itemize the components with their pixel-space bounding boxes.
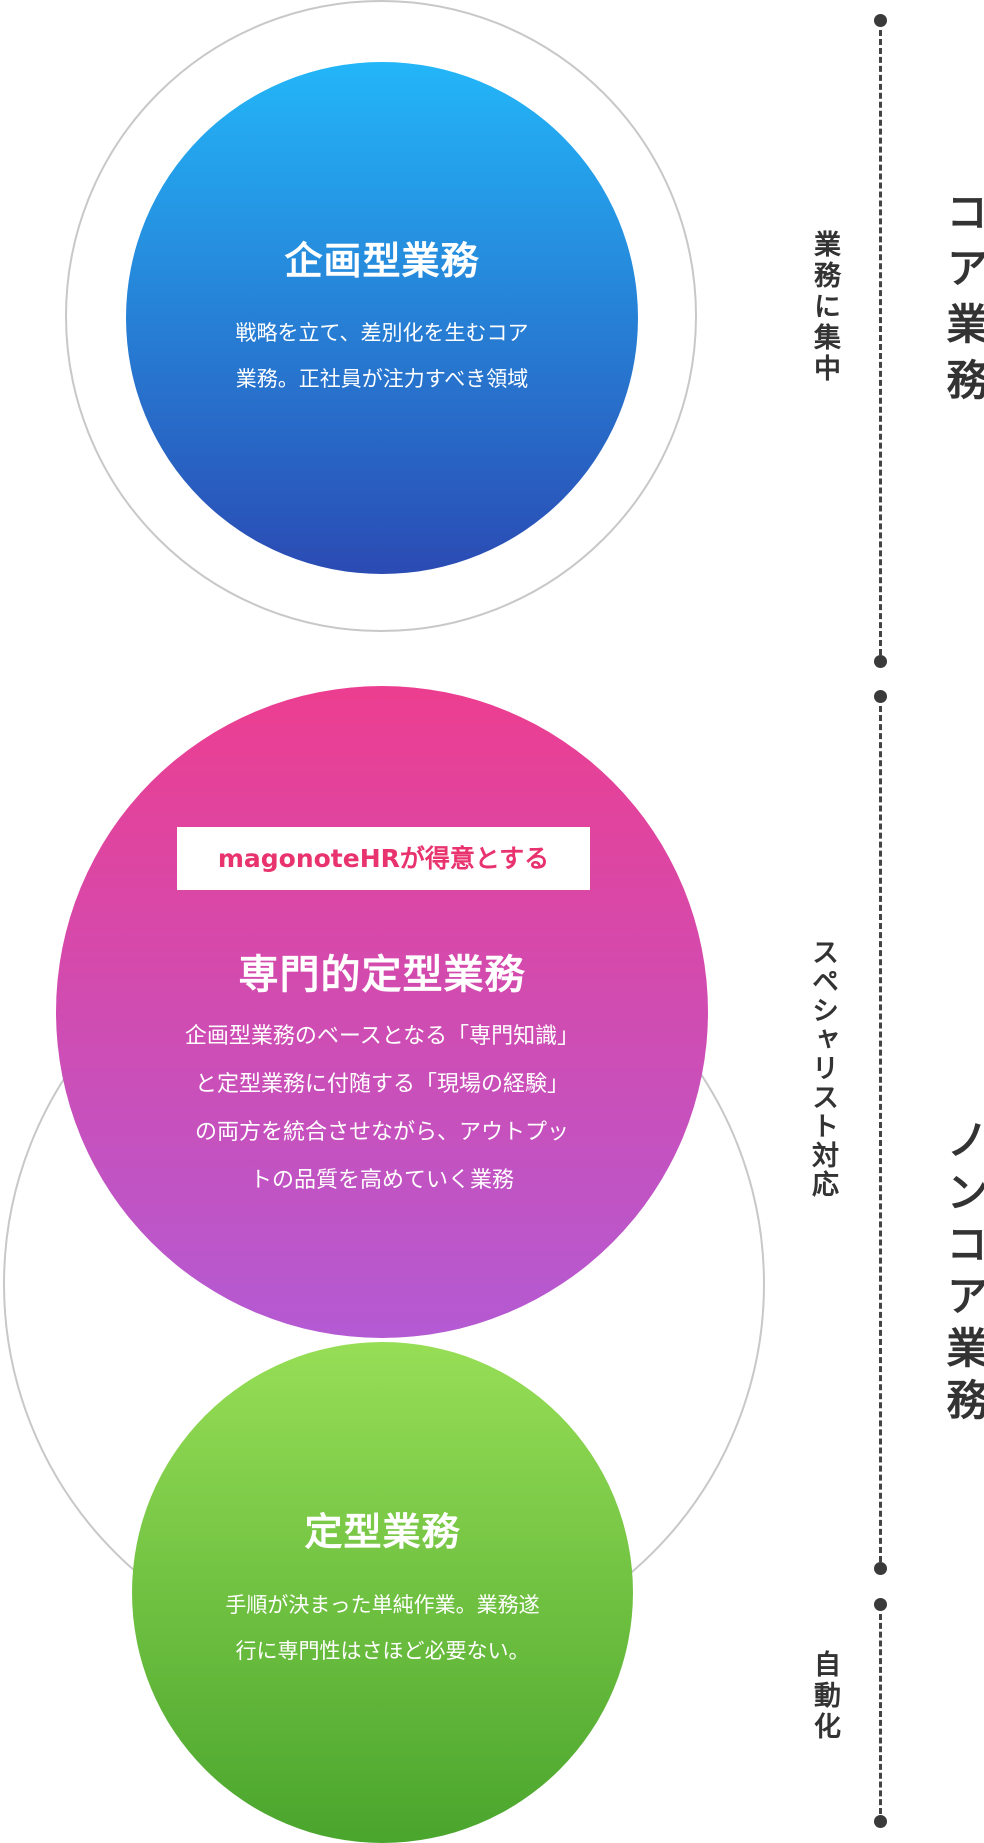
automation-action-label: 自動化	[809, 1650, 840, 1743]
axis-dot	[874, 655, 887, 668]
specialized-title: 専門的定型業務	[238, 952, 526, 998]
planning-circle: 企画型業務 戦略を立て、差別化を生むコア 業務。正社員が注力すべき領域	[126, 62, 638, 574]
specialized-description: 企画型業務のベースとなる「専門知識」 と定型業務に付随する「現場の経験」 の両方…	[184, 1024, 580, 1193]
specialist-action-label: スペシャリスト対応	[807, 938, 838, 1199]
planning-title: 企画型業務	[284, 239, 480, 283]
core-outline-ring	[65, 0, 697, 632]
automation-dashed-line	[879, 1614, 882, 1814]
noncore-label: ノンコア業務	[940, 1118, 984, 1430]
specialized-circle: magonoteHRが得意とする 専門的定型業務 企画型業務のベースとなる「専門…	[56, 686, 708, 1338]
axis-dot	[874, 14, 887, 27]
core-action-label: 業務に集中	[809, 230, 840, 385]
routine-title: 定型業務	[304, 1510, 461, 1554]
axis-dot	[874, 1562, 887, 1575]
core-dashed-line	[879, 30, 882, 655]
routine-description: 手順が決まった単純作業。業務遂 行に専門性はさほど必要ない。	[225, 1593, 540, 1663]
routine-circle: 定型業務 手順が決まった単純作業。業務遂 行に専門性はさほど必要ない。	[132, 1342, 633, 1843]
noncore-dashed-line	[879, 706, 882, 1562]
core-label: コア業務	[940, 190, 984, 414]
axis-dot	[874, 1815, 887, 1828]
axis-dot	[874, 690, 887, 703]
specialty-badge: magonoteHRが得意とする	[177, 827, 590, 890]
axis-dot	[874, 1598, 887, 1611]
planning-description: 戦略を立て、差別化を生むコア 業務。正社員が注力すべき領域	[235, 321, 529, 391]
